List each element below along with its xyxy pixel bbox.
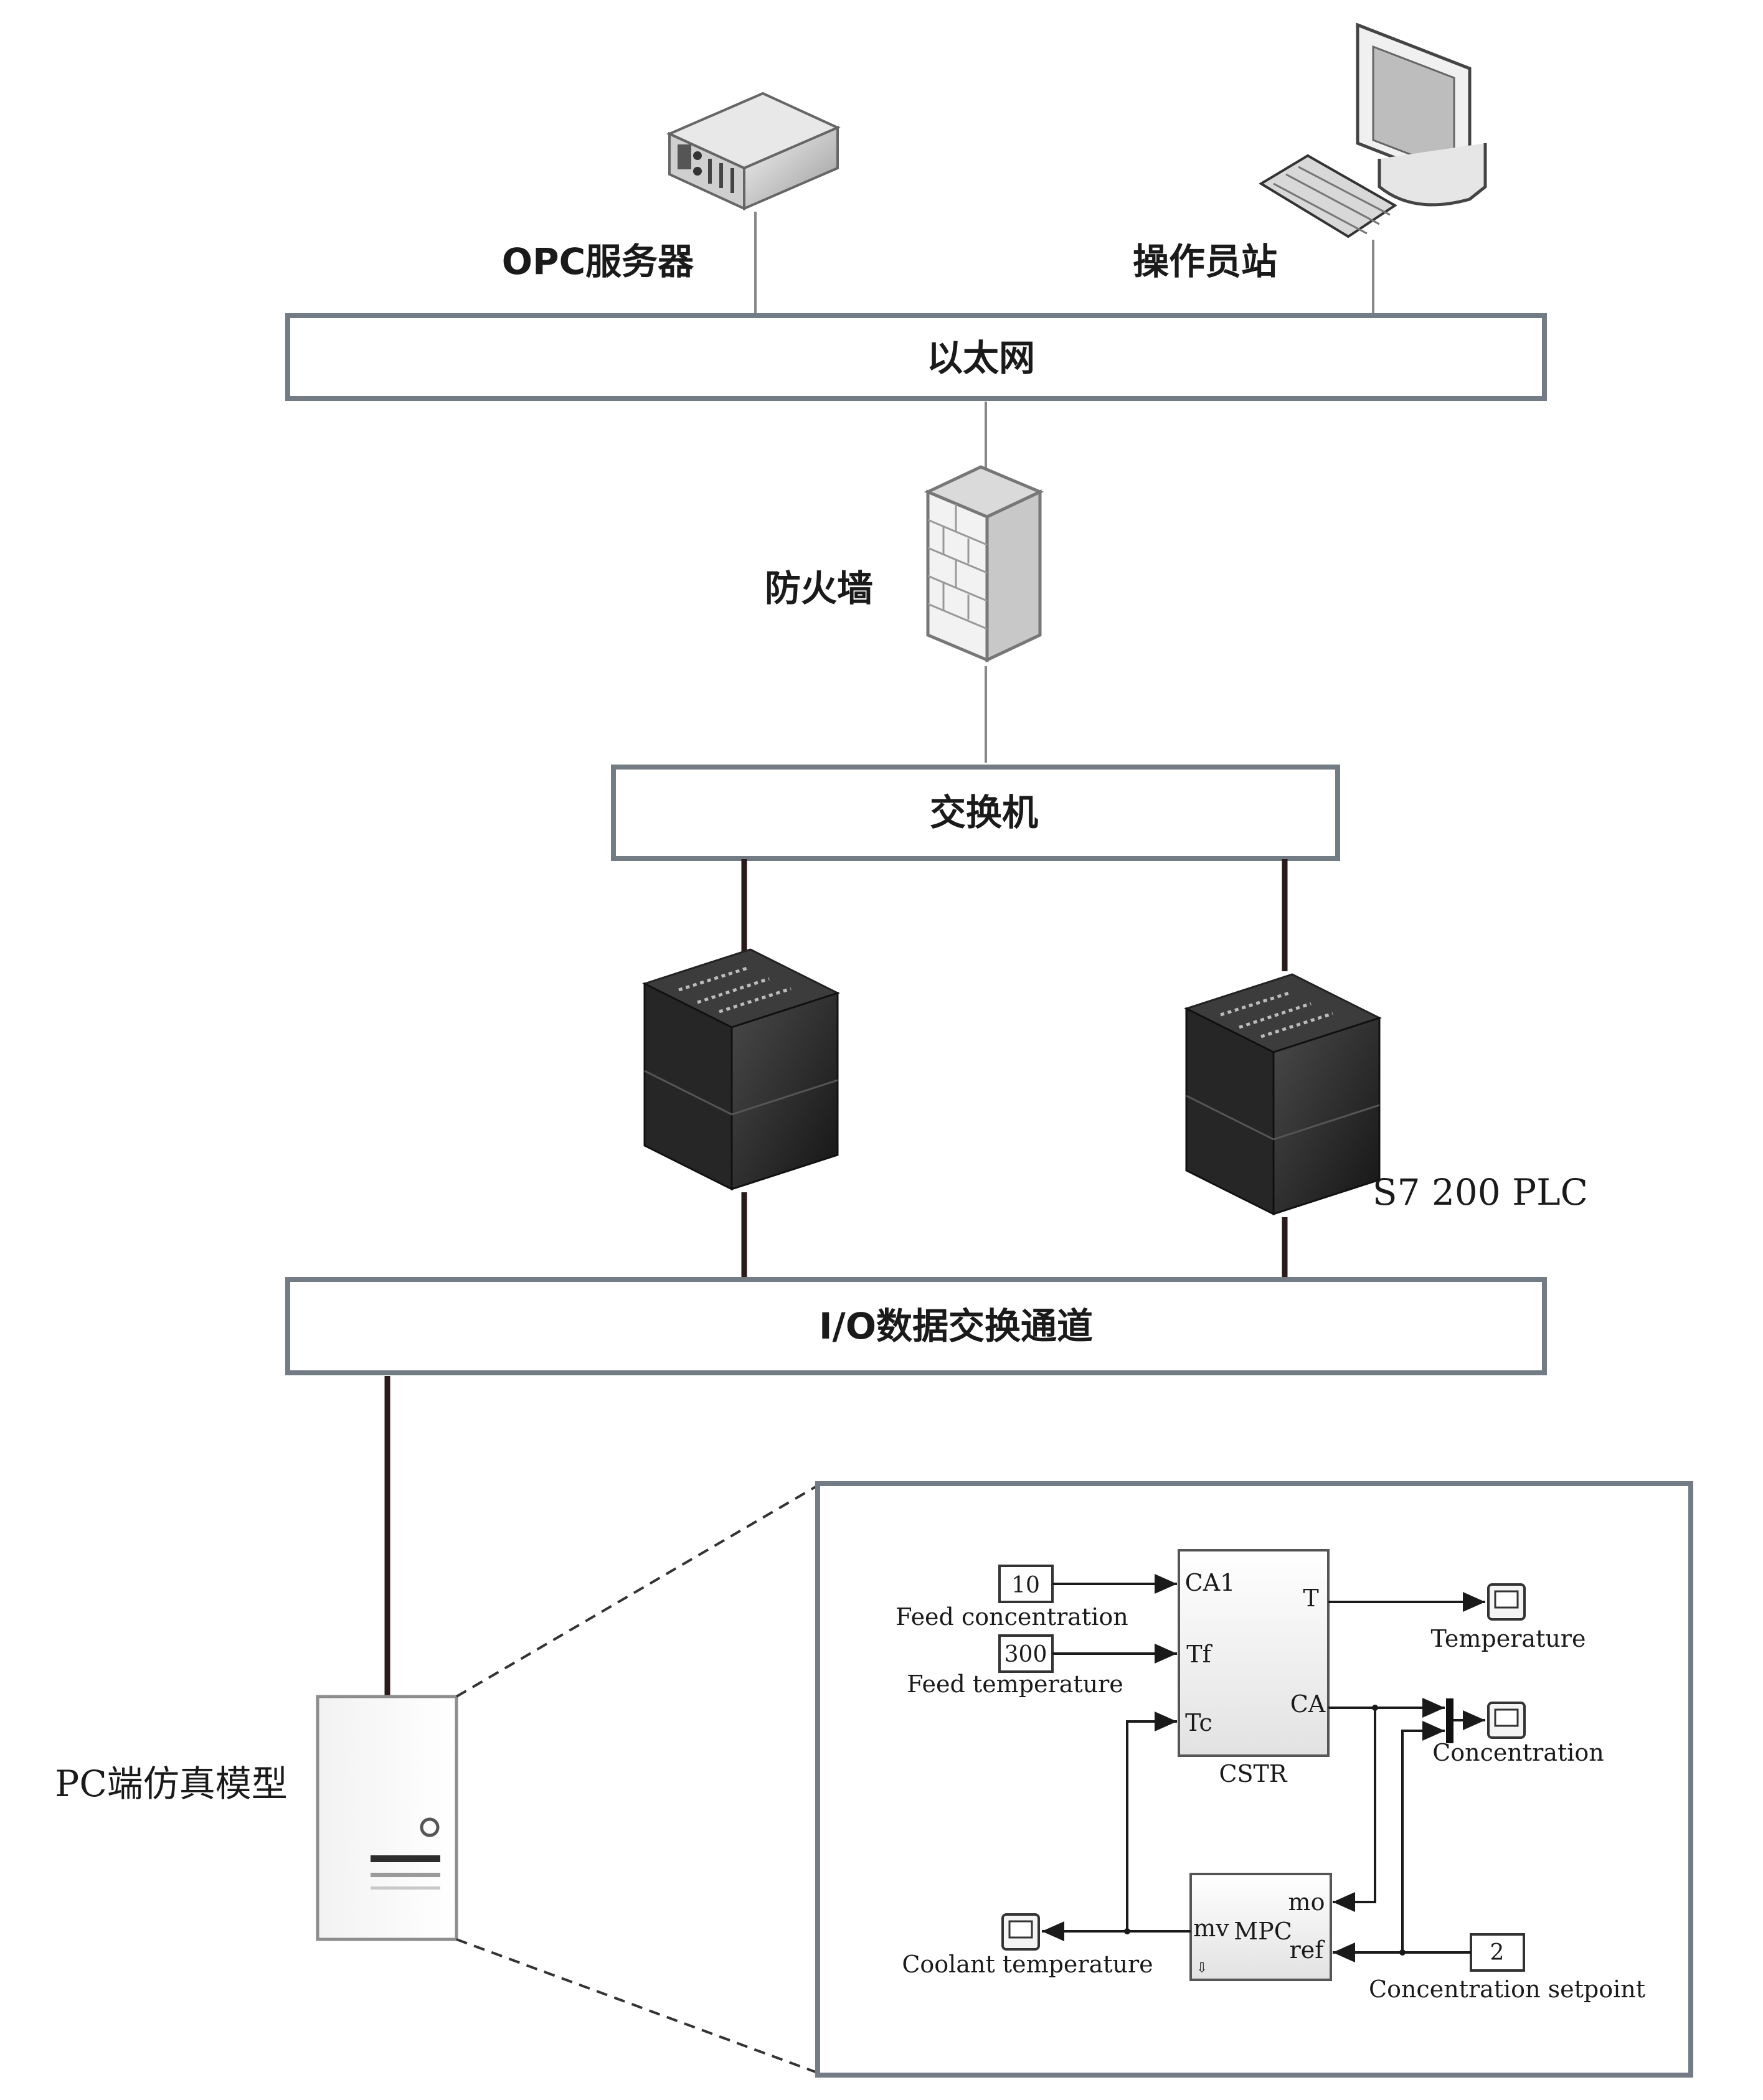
opc-server-label: OPC服务器 [502,240,694,283]
mpc-corner-icon: ⇩ [1196,1961,1208,1976]
signal-setpoint-to-mux [1401,1721,1445,1952]
coolant-scope-label: Coolant temperature [902,1951,1153,1978]
operator-station-icon [1259,22,1487,238]
mpc-name: MPC [1234,1918,1292,1945]
mpc-port-mo: mo [1288,1888,1325,1916]
coolant-scope-icon [1001,1913,1040,1951]
feed-temperature-value: 300 [1004,1642,1047,1667]
io-channel-bar [285,1277,1547,1375]
signal-mv-to-tc [1126,1712,1177,1931]
zoom-line-top [455,1484,820,1698]
feed-temperature-label: Feed temperature [907,1670,1123,1698]
switch-bar [611,765,1340,861]
cstr-block [1178,1549,1330,1757]
plc-label: S7 200 PLC [1373,1171,1588,1213]
signal-ca-to-mpc [1333,1708,1376,1912]
opc-server-icon [666,92,841,211]
cstr-port-tf: Tf [1186,1641,1212,1668]
mpc-block [1189,1873,1332,1981]
feed-concentration-block [998,1565,1054,1603]
setpoint-value: 2 [1490,1940,1505,1966]
cstr-port-tc: Tc [1185,1709,1212,1736]
pc-model-label: PC端仿真模型 [55,1763,287,1805]
concentration-scope-label: Concentration [1432,1739,1604,1766]
ethernet-bar [285,313,1547,401]
cstr-port-t: T [1303,1584,1318,1612]
operator-station-label: 操作员站 [1133,240,1277,283]
cstr-port-ca: CA [1290,1690,1326,1718]
io-channel-label: I/O数据交换通道 [819,1305,1093,1347]
temperature-scope-label: Temperature [1431,1625,1586,1652]
plc-1-icon [642,948,840,1191]
mpc-port-ref: ref [1290,1936,1326,1964]
firewall-icon [924,465,1044,662]
feed-concentration-label: Feed concentration [896,1603,1128,1631]
pc-tower-icon [316,1695,458,1941]
mpc-port-mv: mv [1193,1914,1229,1942]
temperature-scope-icon [1487,1583,1526,1621]
firewall-label: 防火墙 [765,567,873,610]
setpoint-label: Concentration setpoint [1369,1975,1645,2003]
feed-concentration-value: 10 [1011,1573,1040,1598]
cstr-name: CSTR [1219,1760,1287,1787]
plc-2-icon [1184,973,1382,1216]
concentration-scope-icon [1487,1702,1526,1739]
switch-label: 交换机 [930,791,1038,834]
feed-temperature-block [998,1634,1054,1673]
ethernet-label: 以太网 [927,337,1035,379]
mux-block [1446,1698,1453,1743]
zoom-line-bottom [456,1938,820,2074]
cstr-port-ca1: CA1 [1185,1569,1236,1596]
